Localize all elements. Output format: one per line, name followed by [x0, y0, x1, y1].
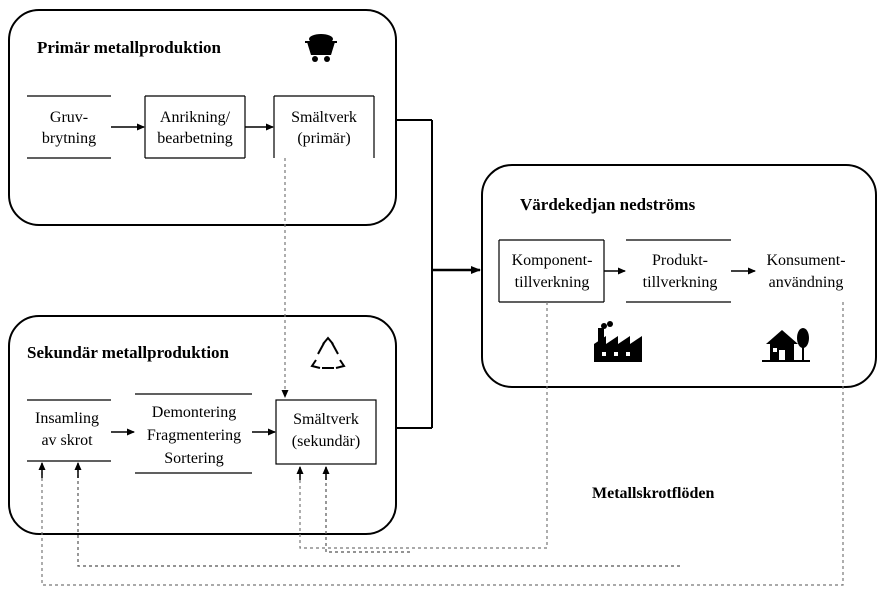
node-enrichment-line-2: bearbetning — [157, 130, 233, 147]
node-smelter-secondary-line-2: (sekundär) — [292, 433, 360, 450]
node-mining-line-1: Gruv- — [50, 109, 88, 126]
node-mining: Gruv- brytning — [27, 95, 111, 159]
node-component-line-2: tillverkning — [515, 274, 590, 291]
node-dismantling-line-2: Fragmentering — [147, 427, 241, 444]
node-collection-line-1: Insamling — [35, 410, 99, 427]
node-dismantling: Demontering Fragmentering Sortering — [135, 393, 252, 474]
node-enrichment-line-1: Anrikning/ — [160, 109, 231, 126]
secondary-production-group — [8, 315, 397, 535]
node-product: Produkt- tillverkning — [626, 239, 731, 303]
node-component: Komponent- tillverkning — [498, 239, 605, 303]
node-collection-line-2: av skrot — [41, 432, 93, 449]
node-dismantling-line-3: Sortering — [164, 450, 224, 467]
downstream-group-title: Värdekedjan nedströms — [520, 195, 696, 214]
node-product-line-1: Produkt- — [652, 252, 708, 269]
node-smelter-secondary-line-1: Smältverk — [293, 411, 359, 428]
mine-cart-icon — [305, 34, 337, 62]
node-collection: Insamling av skrot — [27, 399, 111, 462]
node-enrichment: Anrikning/ bearbetning — [144, 95, 246, 159]
merge-connector — [396, 119, 481, 429]
node-mining-line-2: brytning — [42, 130, 96, 147]
metal-scrap-flows-label: Metallskrotflöden — [592, 485, 714, 502]
scrap-flow-secondary-return — [322, 466, 410, 553]
node-product-line-2: tillverkning — [643, 274, 718, 291]
node-dismantling-line-1: Demontering — [152, 404, 236, 421]
node-component-line-1: Komponent- — [512, 252, 593, 269]
node-consumer: Konsument- användning — [766, 252, 845, 291]
node-smelter-primary: Smältverk (primär) — [273, 95, 375, 158]
node-consumer-line-2: användning — [769, 274, 844, 291]
node-smelter-primary-line-1: Smältverk — [291, 109, 357, 126]
downstream-group — [481, 164, 877, 388]
node-smelter-secondary: Smältverk (sekundär) — [275, 399, 377, 465]
node-smelter-primary-line-2: (primär) — [297, 130, 350, 147]
primary-production-group — [8, 9, 397, 226]
primary-group-title: Primär metallproduktion — [37, 38, 222, 57]
factory-icon — [594, 321, 642, 362]
node-consumer-line-1: Konsument- — [766, 252, 845, 269]
secondary-group-title: Sekundär metallproduktion — [27, 343, 230, 362]
house-icon — [762, 328, 810, 362]
scrap-flow-from-consumer — [38, 302, 844, 586]
scrap-flow-from-component — [296, 302, 548, 549]
recycle-icon — [310, 336, 346, 369]
scrap-flow-from-product — [74, 462, 680, 567]
